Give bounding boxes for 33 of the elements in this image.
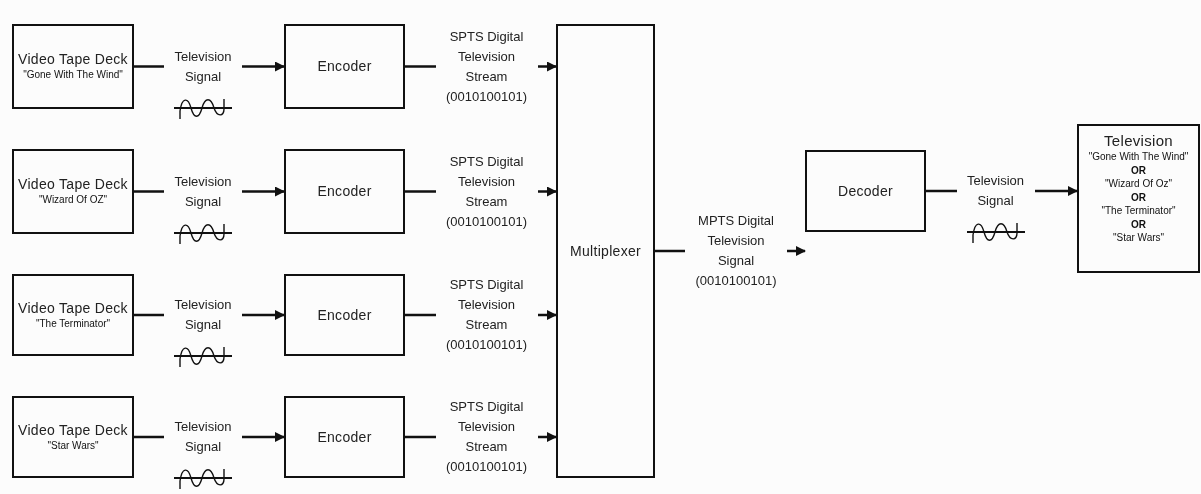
box-subtitle: "Star Wars" [47, 438, 99, 453]
process-box [12, 149, 134, 234]
process-box [284, 396, 405, 478]
box-subtitle: "Wizard Of Oz" [1104, 177, 1173, 191]
box-title: Encoder [317, 306, 372, 324]
box-subtitle: "Gone With The Wind" [23, 68, 123, 82]
box-title: Video Tape Deck [18, 421, 128, 439]
process-box [805, 150, 926, 232]
process-box [12, 396, 134, 478]
process-box [284, 24, 405, 109]
box-title: Encoder [317, 58, 372, 75]
process-box [1077, 124, 1200, 273]
box-title: Video Tape Deck [18, 299, 128, 317]
box-subtitle: "Wizard Of OZ" [38, 193, 108, 207]
box-subtitle: OR [1131, 190, 1146, 204]
box-title: Encoder [317, 183, 372, 200]
box-title: Encoder [317, 428, 372, 446]
box-subtitle: "Gone With The Wind" [1088, 150, 1189, 164]
box-title: Video Tape Deck [18, 51, 128, 69]
box-title: Multiplexer [570, 242, 641, 260]
box-subtitle: OR [1131, 163, 1146, 177]
box-subtitle: OR [1131, 217, 1146, 231]
box-title: Video Tape Deck [18, 176, 128, 194]
process-box [12, 24, 134, 109]
process-box [284, 274, 405, 356]
box-subtitle: "The Terminator" [1101, 204, 1176, 218]
process-box [556, 24, 655, 478]
process-box [284, 149, 405, 234]
process-box [12, 274, 134, 356]
box-subtitle: "The Terminator" [35, 316, 111, 331]
box-subtitle: "Star Wars" [1112, 231, 1165, 245]
box-title: Television [1104, 132, 1173, 150]
box-title: Decoder [838, 182, 893, 200]
